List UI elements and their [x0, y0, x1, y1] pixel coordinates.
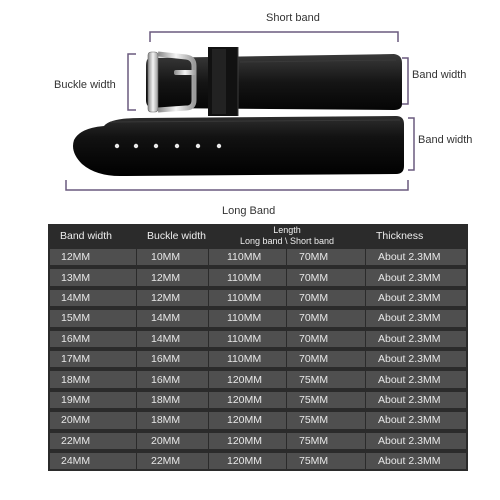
cell-band-width: 12MM	[50, 249, 136, 266]
cell-band-width: 16MM	[50, 330, 136, 347]
strap-hole	[216, 143, 222, 149]
cell-long-band: 120MM	[209, 432, 286, 449]
band-width-label-bottom: Band width	[418, 134, 473, 146]
cell-short-band: 75MM	[287, 412, 365, 429]
header-length-subtitle: Long band \ Short band	[239, 235, 335, 246]
cell-long-band: 110MM	[209, 249, 286, 266]
cell-long-band: 120MM	[209, 412, 286, 429]
cell-long-band: 120MM	[209, 453, 286, 470]
short-band-dimension	[149, 31, 399, 42]
cell-band-width: 17MM	[50, 351, 136, 368]
header-length-title: Length	[273, 224, 301, 235]
table-header: Band width Buckle width Length Long band…	[48, 224, 468, 247]
dimension-lines	[65, 31, 415, 191]
cell-thickness: About 2.3MM	[366, 269, 466, 286]
cell-thickness: About 2.3MM	[366, 330, 466, 347]
cell-buckle-width: 10MM	[137, 249, 208, 266]
cell-buckle-width: 16MM	[137, 371, 208, 388]
cell-short-band: 70MM	[287, 351, 365, 368]
long-band	[73, 116, 404, 176]
cell-buckle-width: 12MM	[137, 289, 208, 307]
size-spec-table: Band width Buckle width Length Long band…	[48, 224, 468, 471]
header-band-width: Band width	[60, 229, 112, 242]
cell-thickness: About 2.3MM	[366, 391, 466, 409]
buckle	[147, 51, 197, 113]
cell-long-band: 110MM	[209, 330, 286, 347]
cell-band-width: 24MM	[50, 453, 136, 470]
cell-buckle-width: 14MM	[137, 330, 208, 347]
cell-long-band: 120MM	[209, 371, 286, 388]
cell-short-band: 75MM	[287, 432, 365, 449]
cell-band-width: 20MM	[50, 412, 136, 429]
cell-short-band: 70MM	[287, 249, 365, 266]
cell-long-band: 110MM	[209, 289, 286, 307]
cell-long-band: 110MM	[209, 310, 286, 327]
cell-buckle-width: 18MM	[137, 412, 208, 429]
header-length: Length Long band \ Short band	[209, 224, 365, 246]
cell-buckle-width: 16MM	[137, 351, 208, 368]
short-band-label: Short band	[266, 12, 320, 24]
cell-short-band: 70MM	[287, 310, 365, 327]
cell-thickness: About 2.3MM	[366, 289, 466, 307]
buckle-width-dimension	[127, 53, 136, 111]
strap-illustration	[65, 31, 415, 191]
band-width-label-top: Band width	[412, 69, 467, 81]
cell-buckle-width: 12MM	[137, 269, 208, 286]
cell-short-band: 75MM	[287, 391, 365, 409]
cell-short-band: 70MM	[287, 269, 365, 286]
cell-long-band: 120MM	[209, 391, 286, 409]
cell-buckle-width: 18MM	[137, 391, 208, 409]
cell-buckle-width: 22MM	[137, 453, 208, 470]
cell-buckle-width: 20MM	[137, 432, 208, 449]
cell-buckle-width: 14MM	[137, 310, 208, 327]
buckle-width-label: Buckle width	[54, 79, 116, 91]
cell-band-width: 18MM	[50, 371, 136, 388]
strap-hole	[153, 143, 159, 149]
cell-thickness: About 2.3MM	[366, 371, 466, 388]
header-buckle-width: Buckle width	[147, 229, 206, 242]
cell-thickness: About 2.3MM	[366, 351, 466, 368]
cell-thickness: About 2.3MM	[366, 432, 466, 449]
cell-band-width: 19MM	[50, 391, 136, 409]
strap-hole	[133, 143, 139, 149]
short-band	[146, 47, 402, 116]
strap-hole	[114, 143, 120, 149]
cell-thickness: About 2.3MM	[366, 310, 466, 327]
strap-hole	[174, 143, 180, 149]
cell-thickness: About 2.3MM	[366, 453, 466, 470]
cell-long-band: 110MM	[209, 269, 286, 286]
strap-hole	[195, 143, 201, 149]
cell-long-band: 110MM	[209, 351, 286, 368]
cell-short-band: 70MM	[287, 289, 365, 307]
cell-band-width: 13MM	[50, 269, 136, 286]
cell-band-width: 22MM	[50, 432, 136, 449]
cell-thickness: About 2.3MM	[366, 412, 466, 429]
long-band-label: Long Band	[222, 205, 276, 217]
long-band-dimension	[65, 180, 409, 191]
cell-short-band: 75MM	[287, 371, 365, 388]
band-width-top-dimension	[402, 57, 409, 105]
cell-band-width: 14MM	[50, 289, 136, 307]
header-thickness: Thickness	[376, 229, 424, 242]
band-width-bottom-dimension	[408, 117, 415, 171]
cell-short-band: 75MM	[287, 453, 365, 470]
strap-diagram: Short band Buckle width Band width Band …	[0, 0, 500, 224]
cell-thickness: About 2.3MM	[366, 249, 466, 266]
strap-holes	[114, 143, 222, 149]
cell-short-band: 70MM	[287, 330, 365, 347]
cell-band-width: 15MM	[50, 310, 136, 327]
